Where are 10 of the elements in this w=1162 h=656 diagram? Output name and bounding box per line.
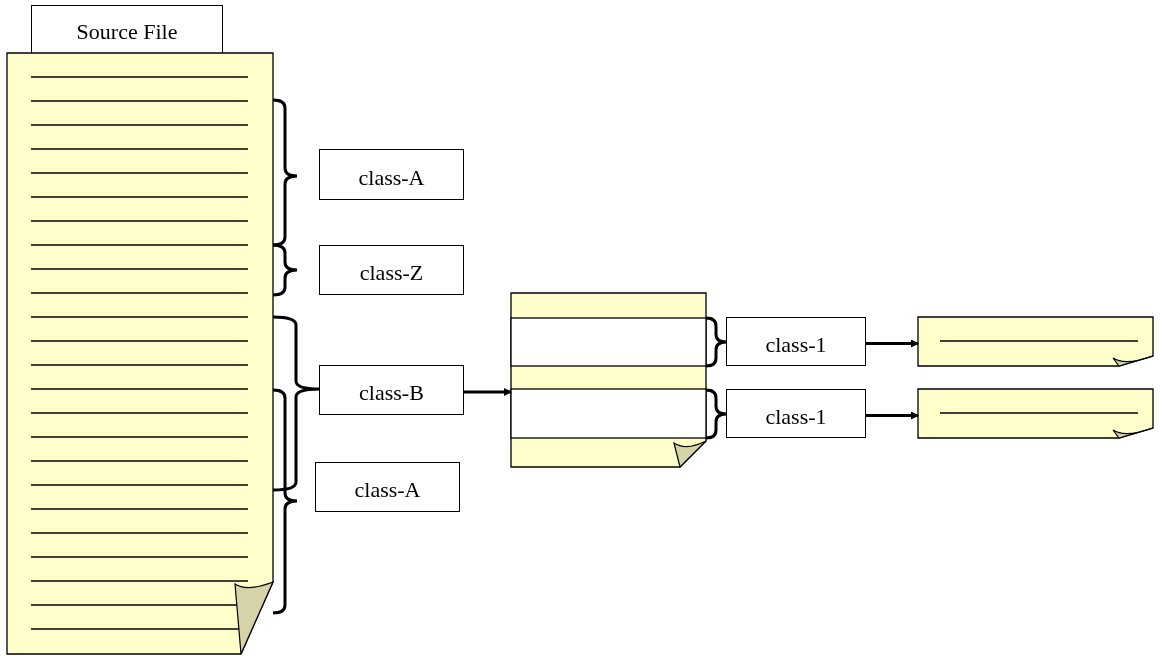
arrow bbox=[464, 388, 512, 396]
label-box: class-Z bbox=[319, 245, 464, 295]
file-title-tab: Source File bbox=[31, 5, 223, 54]
label-box: class-B bbox=[319, 365, 464, 415]
label-box: class-A bbox=[319, 149, 464, 200]
arrow bbox=[866, 411, 919, 420]
label-box: class-1 bbox=[726, 317, 866, 366]
arrow bbox=[866, 339, 919, 348]
label-box: class-A bbox=[315, 462, 460, 512]
label-box: class-1 bbox=[726, 389, 866, 438]
